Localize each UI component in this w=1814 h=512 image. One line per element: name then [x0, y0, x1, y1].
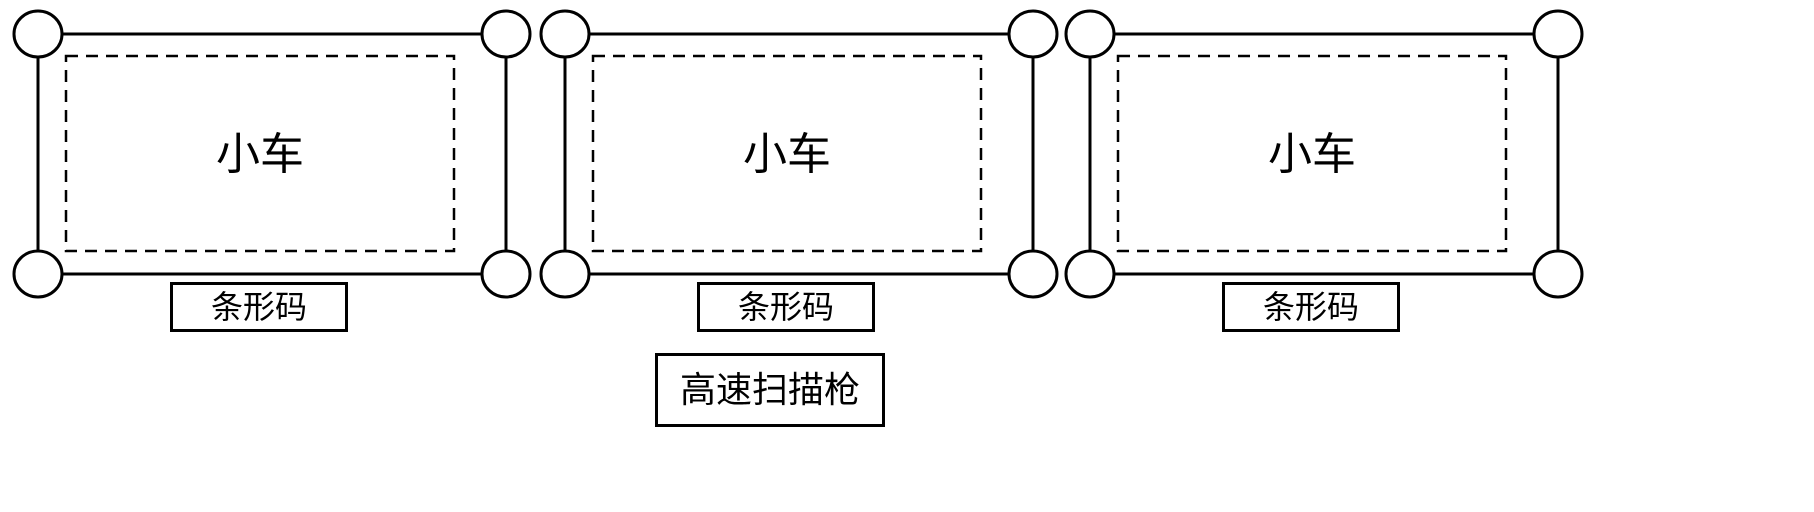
wheel-bottom-right-icon: [480, 249, 532, 299]
cart-body-outline: [563, 32, 1035, 276]
cart-2: 小车 条形码: [535, 6, 1060, 351]
cart-3-drawing: 小车: [1064, 9, 1584, 299]
cart-platform-dashed-outline: [591, 54, 983, 253]
cart-platform-dashed-outline: [1116, 54, 1508, 253]
scanner-label: 高速扫描枪: [679, 370, 860, 410]
cart-platform-dashed-outline: [64, 54, 456, 253]
barcode-label: 条形码: [210, 289, 307, 325]
cart-1-drawing: 小车: [12, 9, 532, 299]
cart-1: 小车 条形码: [8, 6, 533, 351]
barcode-box: 条形码: [170, 282, 348, 332]
wheel-bottom-right-icon: [1007, 249, 1059, 299]
barcode-box: 条形码: [697, 282, 875, 332]
wheel-top-left-icon: [1064, 9, 1116, 59]
cart-label: 小车: [1268, 130, 1356, 179]
wheel-bottom-left-icon: [539, 249, 591, 299]
cart-3: 小车 条形码: [1060, 6, 1585, 351]
wheel-bottom-right-icon: [1532, 249, 1584, 299]
cart-2-drawing: 小车: [539, 9, 1059, 299]
barcode-label: 条形码: [1262, 289, 1359, 325]
cart-label: 小车: [216, 130, 304, 179]
wheel-top-right-icon: [480, 9, 532, 59]
wheel-bottom-left-icon: [1064, 249, 1116, 299]
wheel-top-right-icon: [1532, 9, 1584, 59]
wheel-top-right-icon: [1007, 9, 1059, 59]
wheel-top-left-icon: [12, 9, 64, 59]
cart-body-outline: [36, 32, 508, 276]
cart-label: 小车: [743, 130, 831, 179]
wheel-bottom-left-icon: [12, 249, 64, 299]
wheel-top-left-icon: [539, 9, 591, 59]
barcode-box: 条形码: [1222, 282, 1400, 332]
cart-body-outline: [1088, 32, 1560, 276]
barcode-label: 条形码: [737, 289, 834, 325]
scanner-box: 高速扫描枪: [655, 353, 885, 427]
